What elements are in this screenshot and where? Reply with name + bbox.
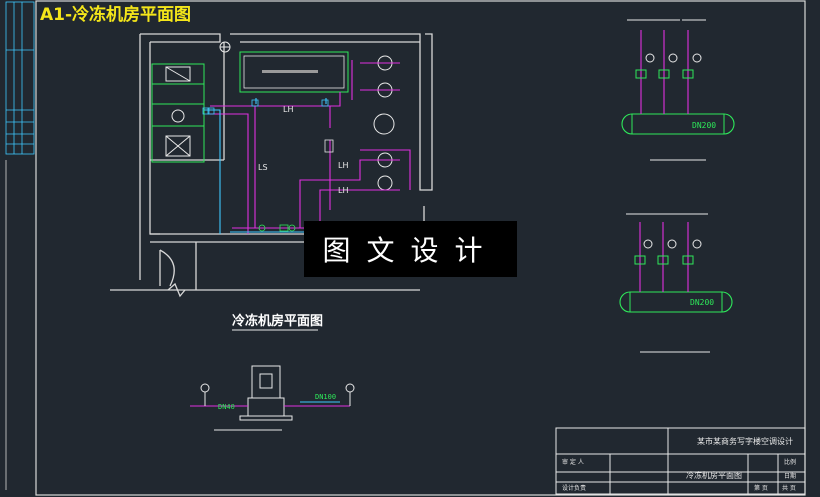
pump-detail — [190, 365, 355, 431]
title-block-date: 日期 — [784, 472, 796, 480]
watermark: 图文设计 — [304, 221, 517, 277]
water-tank — [239, 51, 349, 93]
drawing-title: A1-冷冻机房平面图 — [40, 4, 191, 25]
chilled-water-pipes — [210, 60, 420, 234]
room-walls — [110, 33, 433, 298]
fan-symbol — [219, 41, 231, 53]
plan-caption: 冷冻机房平面图 — [232, 313, 323, 329]
manifold-bottom — [619, 213, 733, 353]
title-block-page: 第 页 — [754, 484, 768, 492]
manifold-top-dn: DN200 — [692, 121, 716, 130]
title-block-ratio: 比例 — [784, 458, 796, 466]
manifold-bottom-dn: DN200 — [690, 298, 714, 307]
pipe-label-lh-2: LH — [338, 161, 348, 170]
pipe-label-lh-3: LH — [338, 186, 348, 195]
pipe-label-ls: LS — [258, 163, 268, 172]
drawing-frame — [35, 0, 806, 496]
binding-strip — [5, 1, 35, 490]
title-block-design: 设计负责 — [562, 484, 586, 492]
equipment-left-stack — [151, 63, 205, 163]
pump-dn-left: DN40 — [218, 403, 235, 411]
title-block-drawing-name: 冷冻机房平面图 — [686, 470, 742, 480]
title-block-person: 审 定 人 — [562, 458, 584, 466]
pump-dn-right: DN100 — [315, 393, 336, 401]
title-block-total: 共 页 — [782, 484, 796, 492]
pump-group-top — [373, 55, 395, 191]
pipe-fittings — [202, 99, 334, 232]
title-block — [555, 427, 806, 495]
pipe-label-lh-1: LH — [283, 105, 293, 114]
manifold-top — [621, 19, 735, 161]
title-block-project: 某市某商务写字楼空调设计 — [697, 436, 793, 446]
